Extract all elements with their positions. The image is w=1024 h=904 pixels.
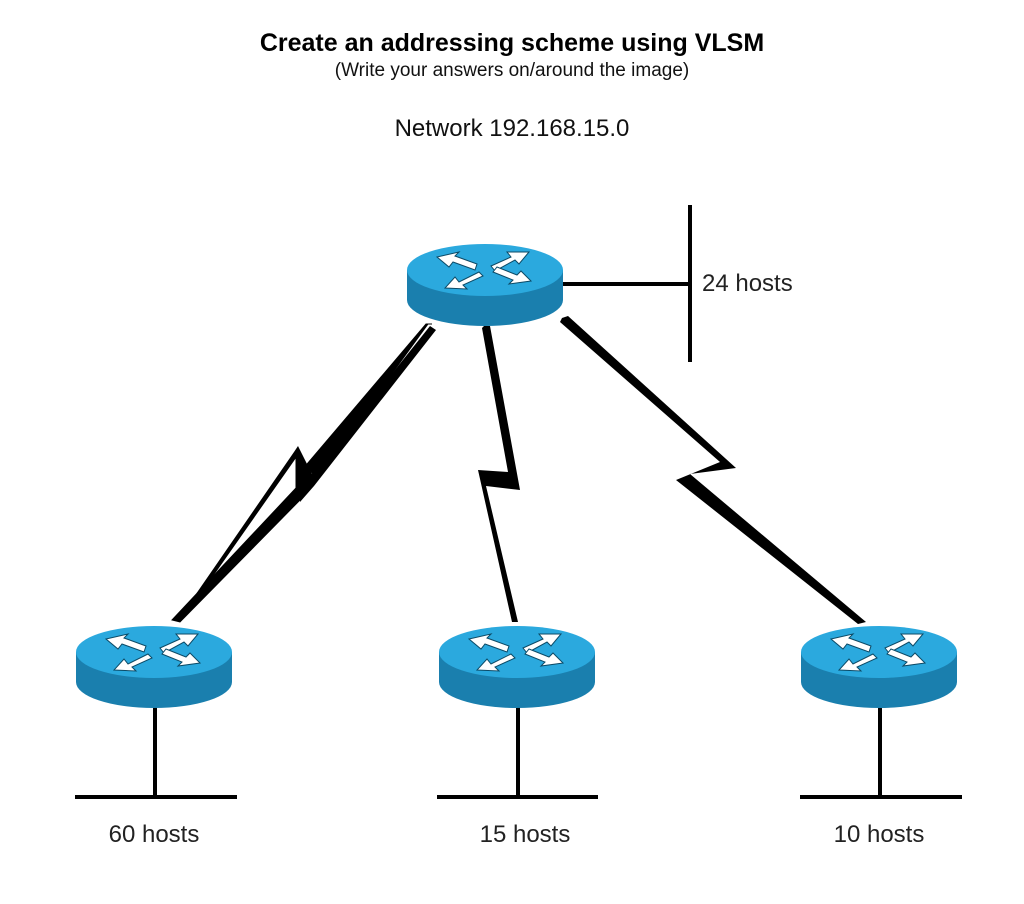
router-top <box>407 244 563 326</box>
wan-link-right <box>560 316 866 624</box>
wan-link-left-body <box>178 326 436 620</box>
network-address: Network 192.168.15.0 <box>394 115 630 142</box>
page-title: Create an addressing scheme using VLSM <box>259 29 765 57</box>
router-right <box>801 626 957 708</box>
wan-link-center <box>478 326 520 622</box>
center-lan-label: 15 hosts <box>480 821 571 848</box>
router-left <box>76 626 232 708</box>
left-lan-label: 60 hosts <box>109 821 200 848</box>
top-lan-label: 24 hosts <box>702 270 793 297</box>
page-subtitle: (Write your answers on/around the image) <box>334 60 690 81</box>
right-lan-label: 10 hosts <box>834 821 925 848</box>
router-center <box>439 626 595 708</box>
